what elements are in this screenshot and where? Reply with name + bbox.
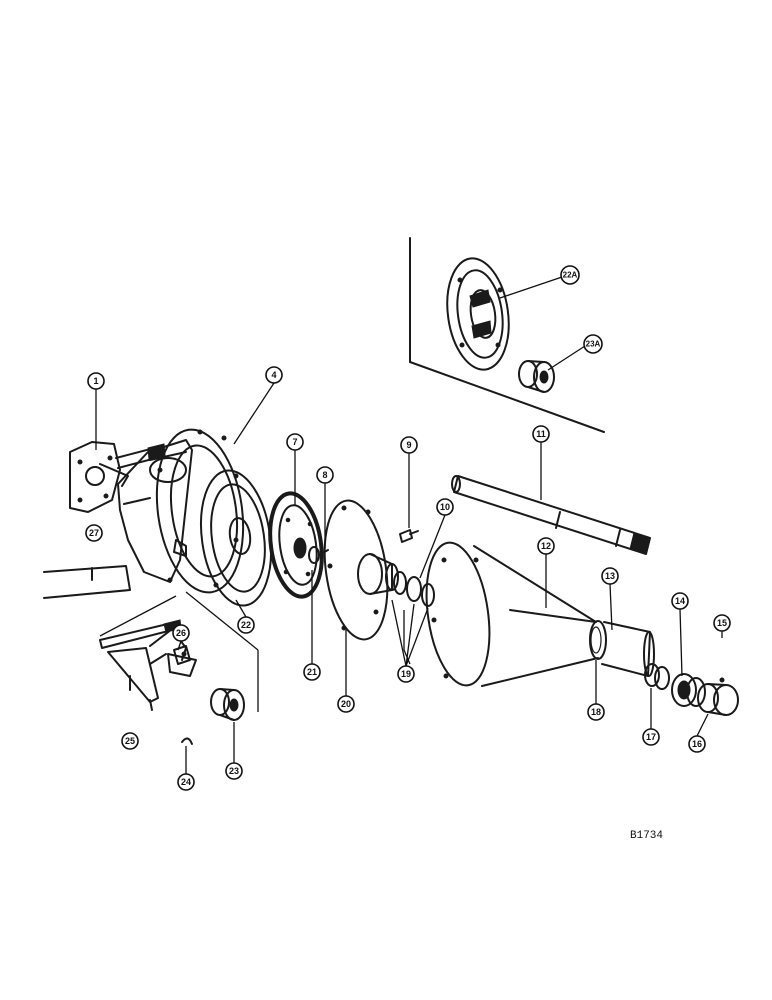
svg-text:23A: 23A [586,340,601,349]
drawing-number: B1734 [630,830,663,842]
svg-text:23: 23 [229,766,239,776]
callout-24: 24 [177,773,195,791]
callout-22a: 22A [560,265,580,285]
svg-text:1: 1 [93,376,98,386]
svg-text:10: 10 [440,502,450,512]
part-26-fork [173,645,191,665]
callout-17: 17 [642,728,660,746]
svg-text:4: 4 [271,370,276,380]
svg-text:20: 20 [341,699,351,709]
part-22a-pressure-plate [446,257,510,371]
part-1-bracket [69,441,166,513]
svg-text:17: 17 [646,732,656,742]
part-20-cover-plate [323,499,399,641]
callout-15: 15 [713,614,731,632]
part-14-bearing [671,673,706,707]
callout-23: 23 [225,762,243,780]
callout-1: 1 [87,372,105,390]
callout-11: 11 [532,425,550,443]
part-11-shaft [451,475,651,555]
svg-text:8: 8 [322,470,327,480]
svg-text:21: 21 [307,667,317,677]
callout-27: 27 [85,524,103,542]
svg-text:12: 12 [541,541,551,551]
svg-text:16: 16 [692,739,702,749]
callout-26: 26 [172,624,190,642]
svg-text:7: 7 [292,437,297,447]
callout-9: 9 [400,436,418,454]
callout-7: 7 [286,433,304,451]
svg-text:24: 24 [181,777,191,787]
callout-18: 18 [587,703,605,721]
part-23a-release-bearing [518,360,555,393]
svg-text:25: 25 [125,736,135,746]
callout-12: 12 [537,537,555,555]
part-13-tube [601,621,655,677]
svg-text:15: 15 [717,618,727,628]
part-8-bushing [308,546,329,564]
part-17-collar [644,663,670,690]
callout-13: 13 [601,567,619,585]
svg-text:9: 9 [406,440,411,450]
svg-text:27: 27 [89,528,99,538]
part-24-clip [181,737,193,745]
part-23-release-bearing [210,688,245,721]
svg-text:22A: 22A [563,271,578,280]
part-7-clutch-disc [268,491,324,599]
part-27-clutch-housing [117,439,193,583]
svg-text:11: 11 [536,429,546,439]
callout-16: 16 [688,735,706,753]
callout-20: 20 [337,695,355,713]
svg-text:13: 13 [605,571,615,581]
callout-19: 19 [397,665,415,683]
part-12-tapered-housing [425,541,607,687]
callout-25: 25 [121,732,139,750]
inset-frame [409,237,605,433]
callout-4: 4 [265,366,283,384]
svg-text:19: 19 [401,669,411,679]
part-16-retainer [697,677,739,716]
callout-23a: 23A [583,334,603,354]
callout-22: 22 [237,616,255,634]
svg-text:22: 22 [241,620,251,630]
part-4-flange [155,428,245,594]
svg-text:26: 26 [176,628,186,638]
callout-10: 10 [436,498,454,516]
leader-lines [95,276,723,774]
svg-text:14: 14 [675,596,685,606]
part-25-linkage [43,565,197,711]
callout-14: 14 [671,592,689,610]
callout-8: 8 [316,466,334,484]
part-9-bolt [399,529,419,543]
svg-text:18: 18 [591,707,601,717]
part-19-seal-rings [393,571,435,607]
callout-21: 21 [303,663,321,681]
